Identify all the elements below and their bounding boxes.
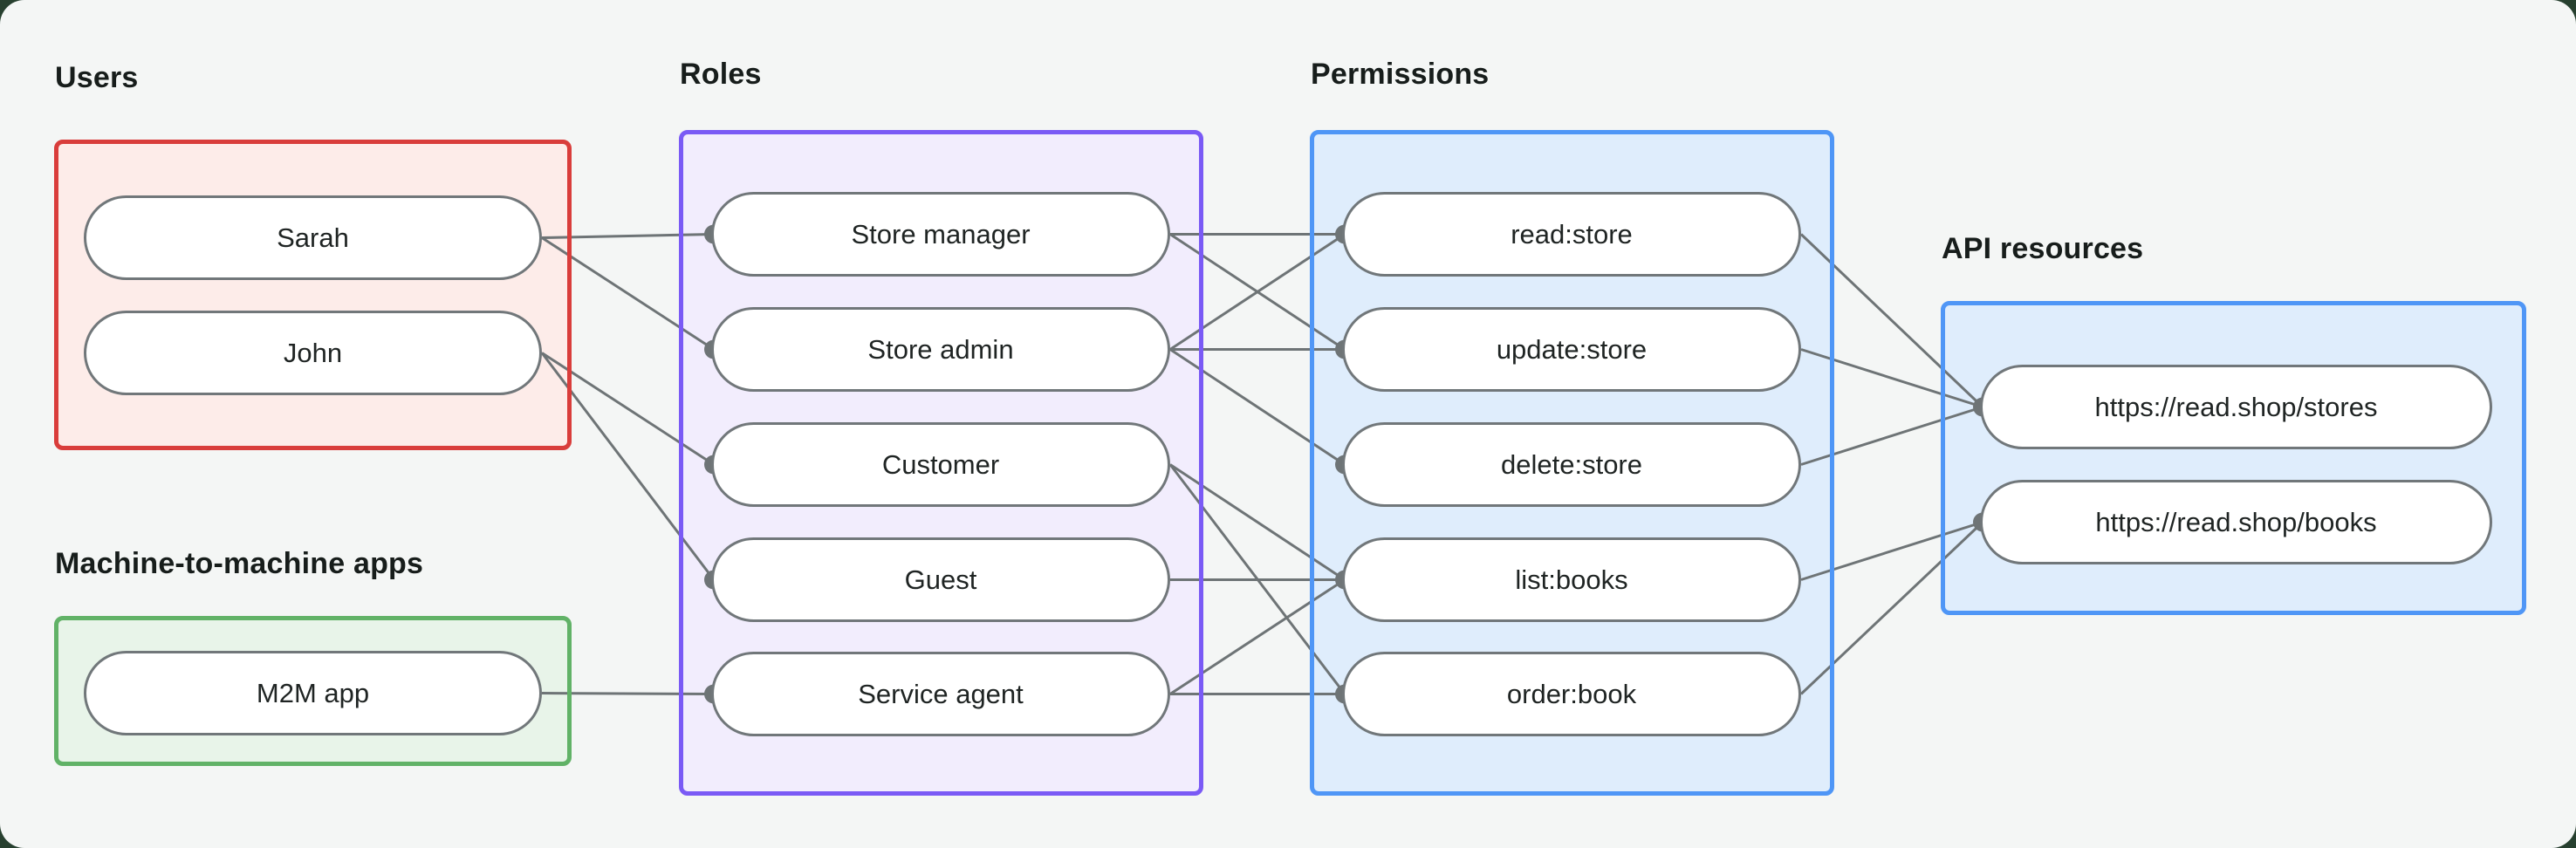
edge-endpoint-dot-store_admin (704, 339, 723, 359)
edge-service_agent-to-list_books (1169, 578, 1346, 695)
edge-order_book-to-books (1799, 521, 1984, 695)
edge-list_books-to-books (1800, 521, 1983, 581)
edge-sarah-to-store_manager (541, 233, 715, 239)
edge-sarah-to-store_admin (541, 236, 715, 351)
edge-endpoint-dot-delete_store (1335, 455, 1354, 475)
edge-store_admin-to-delete_store (1169, 348, 1346, 466)
edge-delete_store-to-stores (1800, 406, 1983, 466)
edge-john-to-customer (541, 352, 715, 466)
edge-read_store-to-stores (1799, 233, 1984, 408)
edge-update_store-to-stores (1800, 348, 1983, 408)
edge-john-to-guest (540, 352, 716, 581)
edge-endpoint-dot-customer (704, 455, 723, 475)
edge-endpoint-dot-guest (704, 570, 723, 590)
edge-endpoint-dot-service_agent (704, 684, 723, 704)
edge-endpoint-dot-store_manager (704, 224, 723, 244)
edge-customer-to-list_books (1169, 463, 1346, 581)
